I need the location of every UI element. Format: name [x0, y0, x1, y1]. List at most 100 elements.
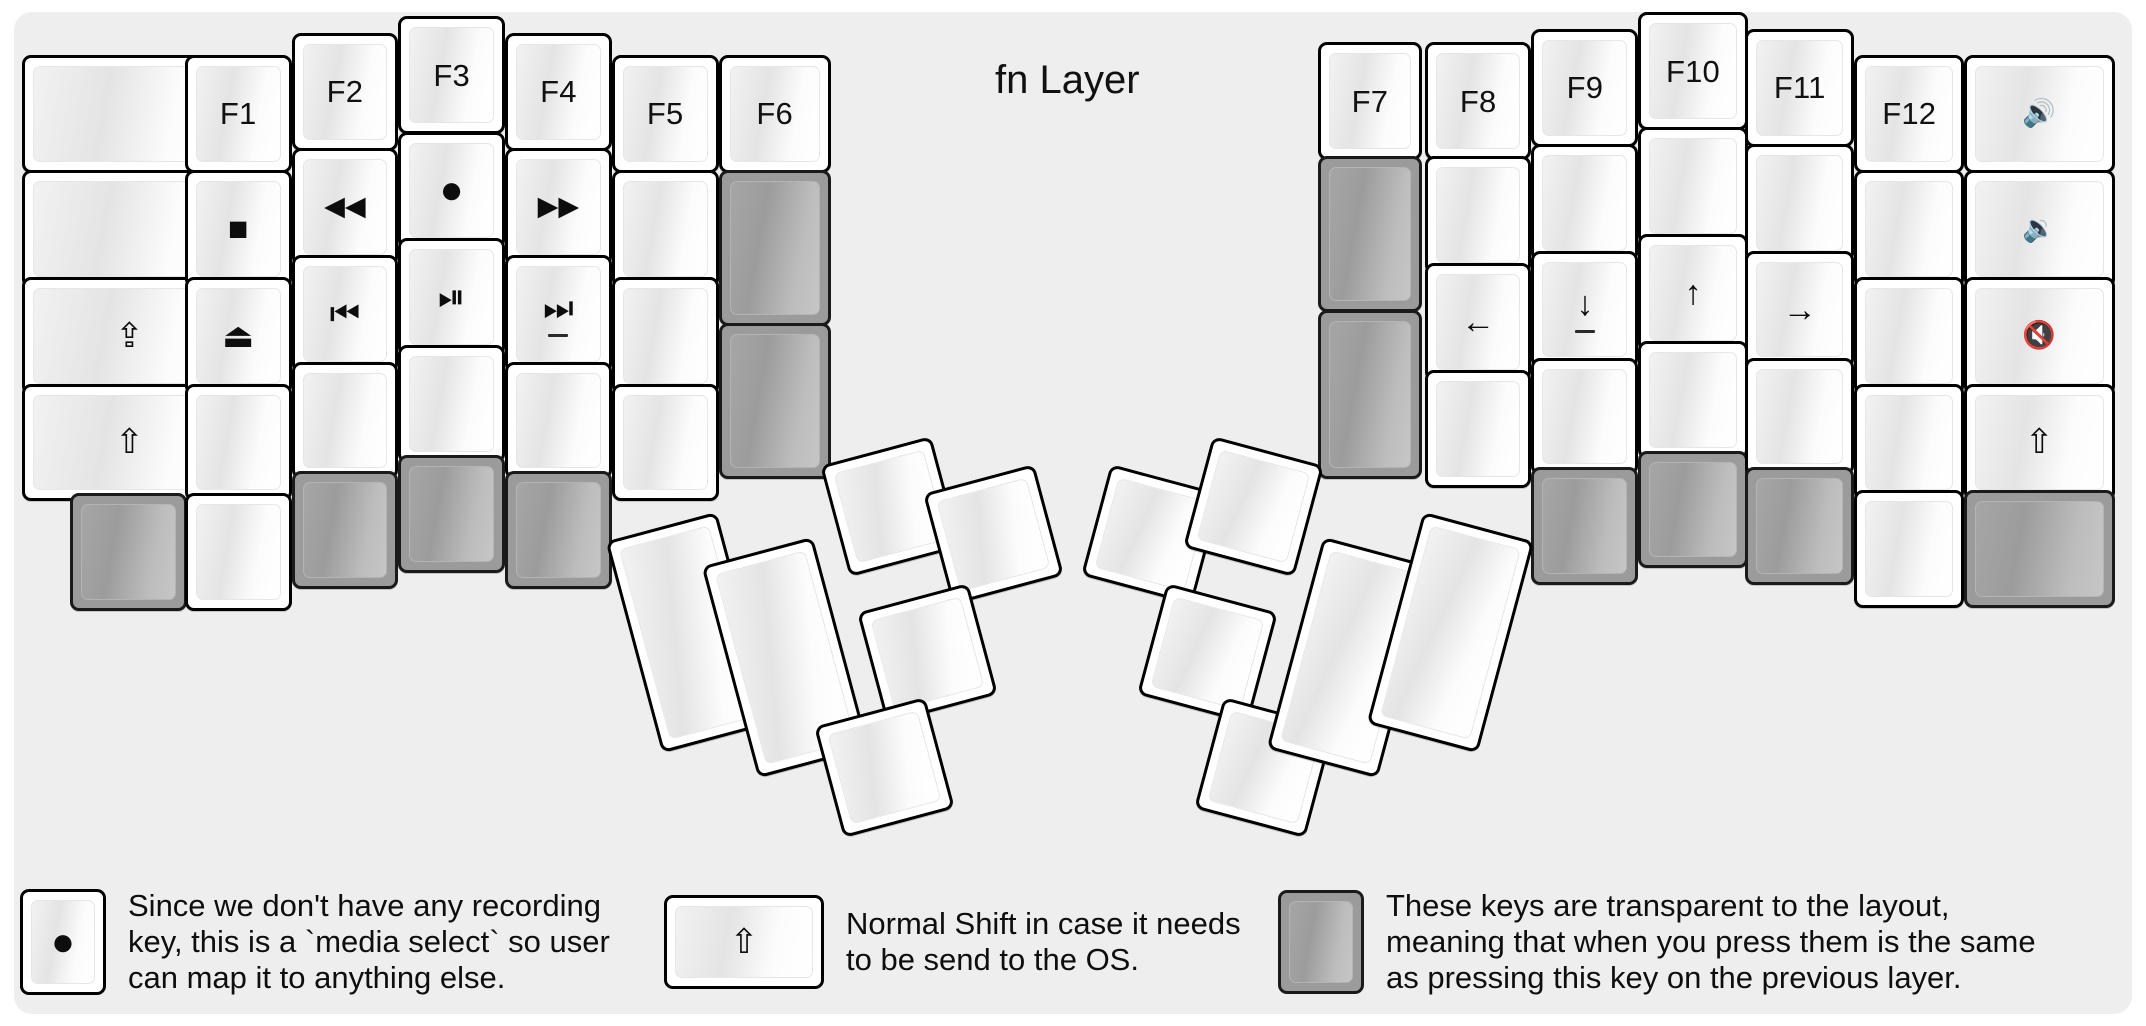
key-cap: F9 — [1542, 39, 1628, 136]
key-cap — [1649, 138, 1737, 235]
key-r-c4-r5-transparent[interactable] — [1638, 450, 1748, 569]
legend-transparent-key-text: These keys are transparent to the layout… — [1386, 887, 2036, 996]
key-l-c3-r2-rewind[interactable]: ◀◀ — [291, 147, 399, 266]
key-label: F9 — [1566, 70, 1604, 106]
key-cap: ⇧ — [1974, 394, 2104, 491]
key-cap: ⏯ — [409, 249, 495, 346]
key-cap — [827, 710, 942, 825]
key-r-c6-r1-f12[interactable]: F12 — [1854, 54, 1964, 173]
key-glyph-icon: ⇧ — [2024, 423, 2054, 462]
key-r-c3-r2-blank[interactable] — [1531, 143, 1639, 262]
key-l-c2-r3-eject[interactable]: ⏏ — [184, 276, 292, 395]
key-label: F8 — [1459, 83, 1497, 119]
key-label: F6 — [756, 96, 793, 132]
key-glyph-icon: 🔉 — [2022, 213, 2057, 244]
key-r-c4-r4-blank[interactable] — [1638, 341, 1748, 459]
key-cap: ▶▶ — [516, 158, 601, 255]
key-cap — [1435, 380, 1521, 477]
key-cap: F6 — [729, 65, 820, 162]
key-cap — [1196, 449, 1311, 564]
key-r-c7-r2-volume-down[interactable]: 🔉 — [1963, 169, 2115, 288]
key-l-c5-r3-next-track[interactable]: ⏭ — [505, 254, 612, 373]
key-r-c6-r5-blank[interactable] — [1854, 490, 1964, 609]
key-cap: F3 — [409, 27, 495, 124]
key-cap — [516, 372, 601, 469]
key-r-c2-r3-arrow-left[interactable]: ← — [1424, 263, 1532, 381]
key-r-c7-r4-shift[interactable]: ⇧ — [1963, 383, 2115, 502]
key-l-c6-r2-blank[interactable] — [611, 169, 719, 288]
key-r-c6-r3-blank[interactable] — [1854, 276, 1964, 395]
key-glyph-icon: ● — [439, 168, 464, 213]
key-cap: ● — [31, 900, 95, 984]
legend-record-key-swatch: ● — [20, 889, 106, 995]
key-r-c7-r3-mute[interactable]: 🔇 — [1963, 276, 2115, 395]
key-cap — [302, 372, 388, 469]
key-r-c1-r2-transparent[interactable] — [1317, 156, 1422, 313]
key-l-c2-r2-stop[interactable]: ■ — [184, 169, 292, 288]
key-cap — [1150, 596, 1265, 711]
key-cap: ← — [1435, 274, 1521, 370]
key-r-c5-r5-transparent[interactable] — [1744, 467, 1855, 585]
key-r-c6-r4-blank[interactable] — [1854, 383, 1964, 502]
key-r-c5-r2-blank[interactable] — [1744, 143, 1855, 262]
key-l-c3-r1-f2[interactable]: F2 — [291, 32, 399, 151]
key-l-c7-r3-transparent-tall[interactable] — [718, 323, 831, 480]
key-l-c1-r5-transparent[interactable] — [69, 493, 188, 611]
key-r-c2-r1-f8[interactable]: F8 — [1424, 42, 1532, 161]
key-l-c2-r4-blank[interactable] — [184, 383, 292, 502]
key-r-c3-r3-arrow-down[interactable]: ↓ — [1531, 250, 1639, 369]
key-cap: ⇧ — [675, 906, 813, 978]
key-l-c5-r1-f4[interactable]: F4 — [505, 32, 612, 151]
key-cap — [1649, 352, 1737, 448]
key-glyph-icon: ⇧ — [729, 923, 759, 961]
key-r-c1-r3-transparent[interactable] — [1317, 309, 1422, 480]
key-r-c5-r1-f11[interactable]: F11 — [1744, 28, 1855, 147]
key-r-c6-r2-blank[interactable] — [1854, 169, 1964, 288]
key-l-c6-r4-blank[interactable] — [611, 383, 719, 502]
key-r-c5-r3-arrow-right[interactable]: → — [1744, 250, 1855, 369]
key-cap: ⏏ — [195, 287, 281, 384]
key-cap — [870, 596, 985, 711]
key-l-c3-r4-blank[interactable] — [291, 361, 399, 480]
key-l-c2-r1-f1[interactable]: F1 — [184, 54, 292, 173]
key-l-c5-r5-transparent[interactable] — [505, 471, 612, 590]
key-l-c2-r5-blank[interactable] — [184, 493, 292, 611]
key-cap: F5 — [622, 65, 708, 162]
key-l-c7-r2-transparent-tall[interactable] — [718, 169, 831, 326]
key-r-c3-r1-f9[interactable]: F9 — [1531, 28, 1639, 147]
key-l-c4-r2-record[interactable]: ● — [398, 131, 506, 250]
key-r-c2-r2-blank[interactable] — [1424, 156, 1532, 274]
key-r-c7-r1-volume-up[interactable]: 🔊 — [1963, 54, 2115, 173]
key-r-c3-r4-blank[interactable] — [1531, 357, 1639, 476]
key-r-c2-r4-blank[interactable] — [1424, 369, 1532, 488]
key-l-c4-r5-transparent[interactable] — [398, 454, 506, 573]
key-cap — [409, 356, 495, 452]
key-r-c4-r2-blank[interactable] — [1638, 127, 1748, 246]
key-r-c3-r5-transparent[interactable] — [1531, 467, 1639, 585]
key-cap — [1542, 154, 1628, 251]
key-label: F12 — [1882, 96, 1937, 132]
key-cap — [1865, 394, 1953, 491]
key-glyph-icon: ■ — [227, 209, 249, 248]
key-l-c7-r1-f6[interactable]: F6 — [718, 54, 831, 173]
key-cap — [1328, 167, 1411, 302]
key-label: F3 — [433, 57, 470, 93]
key-l-c3-r3-prev-track[interactable]: ⏮ — [291, 254, 399, 373]
key-l-c5-r4-blank[interactable] — [505, 361, 612, 480]
key-glyph-icon: ⏭ — [543, 288, 574, 327]
key-r-c7-r5-transparent[interactable] — [1963, 490, 2115, 609]
key-r-c4-r3-arrow-up[interactable]: ↑ — [1638, 234, 1748, 353]
key-cap: 🔉 — [1974, 180, 2104, 277]
key-l-c4-r4-blank[interactable] — [398, 345, 506, 463]
key-r-c5-r4-blank[interactable] — [1744, 357, 1855, 476]
key-glyph-icon: ⏯ — [438, 278, 466, 317]
key-l-c4-r1-f3[interactable]: F3 — [398, 16, 506, 135]
key-l-c6-r3-blank[interactable] — [611, 276, 719, 395]
key-l-c6-r1-f5[interactable]: F5 — [611, 54, 719, 173]
key-l-c5-r2-fast-forward[interactable]: ▶▶ — [505, 147, 612, 266]
key-r-c4-r1-f10[interactable]: F10 — [1638, 12, 1748, 131]
key-l-c3-r5-transparent[interactable] — [291, 471, 399, 590]
key-r-c1-r1-f7[interactable]: F7 — [1317, 42, 1422, 161]
key-l-c4-r3-play-pause[interactable]: ⏯ — [398, 238, 506, 357]
key-glyph-icon: ⇪ — [115, 316, 144, 355]
